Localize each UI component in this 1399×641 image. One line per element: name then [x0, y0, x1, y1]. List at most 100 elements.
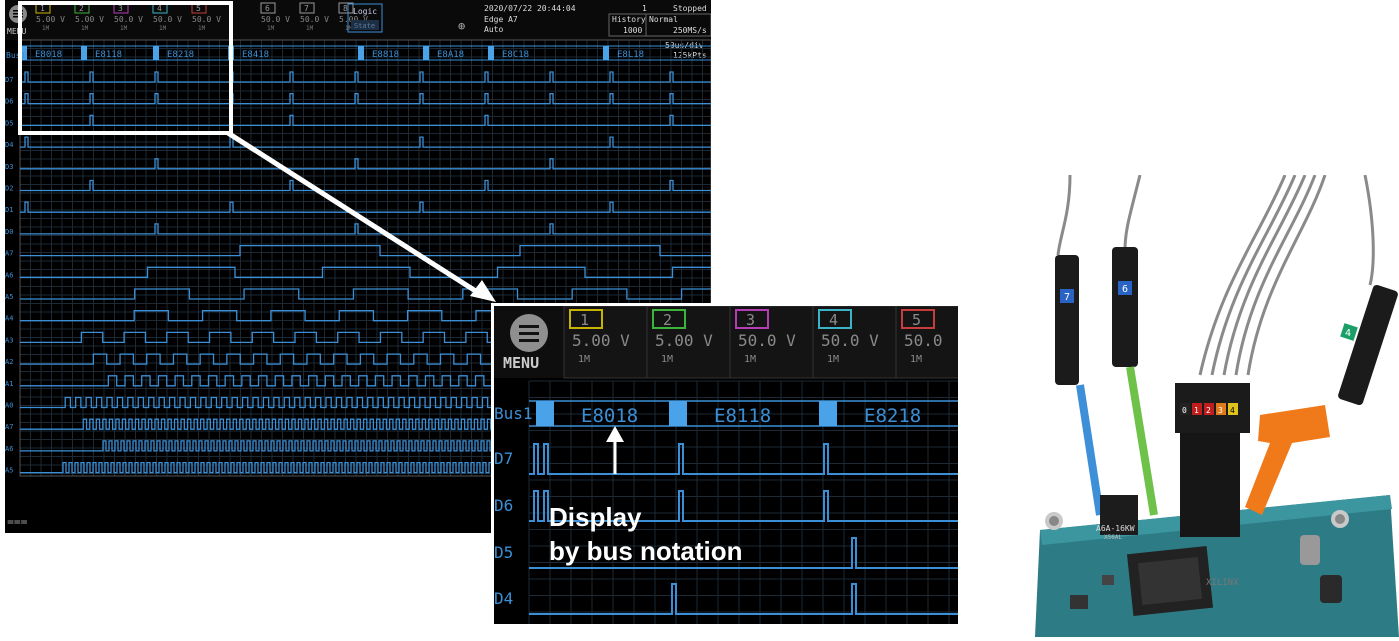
trace-label: A5: [5, 467, 13, 475]
zoom-channel-volt: 5.00 V: [655, 331, 713, 350]
trace-line: [20, 223, 711, 235]
zoom-channel-num: 3: [746, 311, 755, 329]
zoom-bus-value: E8018: [581, 405, 638, 427]
channel-volt: 50.0 V: [261, 15, 290, 24]
tag-4: 4: [1345, 328, 1351, 339]
zoom-channel-5-badge[interactable]: 550.01M: [895, 305, 980, 379]
trace-label: D0: [5, 228, 13, 236]
zoom-channel-2-badge[interactable]: 25.00 V1M: [646, 305, 731, 379]
trace-line: [20, 288, 711, 300]
zoom-channel-num: 4: [829, 311, 838, 329]
channel-8-badge[interactable]: 85.00 V1M: [338, 2, 368, 32]
trigger-source: Edge A7: [484, 15, 518, 24]
channel-volt: 5.00 V: [339, 15, 368, 24]
tag-7: 7: [1064, 292, 1070, 303]
scope-logo-icon: ⩶: [7, 514, 28, 528]
channel-volt: 50.0 V: [114, 15, 143, 24]
zoom-channel-4-badge[interactable]: 450.0 V1M: [812, 305, 897, 379]
probe-connector: 0 1 2 3 4: [1175, 383, 1250, 537]
trace-line: [20, 266, 711, 278]
zoom-channel-3-badge[interactable]: 350.0 V1M: [729, 305, 814, 379]
acq-count: 1: [642, 4, 647, 13]
trace-label: A3: [5, 336, 13, 344]
zoom-trace-label: D6: [494, 496, 513, 515]
pin-4: 4: [1230, 406, 1235, 415]
zoom-icon[interactable]: ⊕: [458, 19, 465, 33]
trace-label: D4: [5, 141, 13, 149]
zoom-grid: [528, 380, 958, 624]
probe-svg: XILINX 7 6 4: [1035, 174, 1399, 637]
menu-label: MENU: [7, 27, 26, 36]
trace-label: A7: [5, 423, 13, 431]
logic-probe-photo: XILINX 7 6 4: [1030, 174, 1399, 637]
trigger-mode: Auto: [484, 25, 503, 34]
zoom-bus-value: E8218: [864, 405, 921, 427]
channel-num: 4: [157, 4, 162, 13]
trace-label: A5: [5, 293, 13, 301]
zoom-trace-line: [529, 443, 958, 475]
zoom-trace-label: D7: [494, 449, 513, 468]
run-state: Stopped: [673, 4, 707, 13]
channel-imp: 1M: [81, 25, 89, 32]
probe-clip-6: 6: [1112, 247, 1158, 516]
points: 125kPts: [673, 51, 707, 60]
channel-6-badge[interactable]: 6 50.0 V1M: [260, 2, 290, 32]
channel-7-badge[interactable]: 750.0 V1M: [299, 2, 329, 32]
bus-value: E8018: [35, 50, 62, 60]
tag-6: 6: [1122, 284, 1128, 295]
zoom-channel-num: 5: [912, 311, 921, 329]
bus-value: E8818: [372, 50, 399, 60]
channel-volt: 50.0 V: [300, 15, 329, 24]
trace-line: [20, 244, 711, 257]
channel-num: 1: [40, 4, 45, 13]
trace-label: A6: [5, 445, 13, 453]
zoom-trace-label: D4: [494, 589, 513, 608]
trace-label: D3: [5, 163, 13, 171]
trace-line: [20, 114, 711, 127]
bus-value: E8L18: [617, 50, 644, 60]
datetime: 2020/07/22 20:44:04: [484, 4, 576, 13]
probe-clip-7: 7: [1055, 255, 1104, 516]
bus-value: E8C18: [502, 50, 529, 60]
bus-value: E8218: [167, 50, 194, 60]
probe-clip-4: 4: [1338, 284, 1398, 406]
trace-line: [20, 179, 711, 192]
channel-imp: 1M: [267, 25, 275, 32]
socket-sublabel: X56AL: [1104, 534, 1122, 541]
logic-button[interactable]: Logic State: [347, 3, 383, 33]
bus-value: E8418: [242, 50, 269, 60]
zoom-menu-label: MENU: [503, 354, 539, 372]
zoom-channel-imp: 1M: [744, 354, 756, 365]
pin-2: 2: [1206, 406, 1211, 415]
channel-volt: 50.0 V: [153, 15, 182, 24]
zoom-channel-1-badge[interactable]: 15.00 V1M: [563, 305, 648, 379]
socket-label: A6A-16KW: [1096, 524, 1135, 533]
zoom-menu-button[interactable]: MENU: [503, 314, 548, 372]
channel-num: 6: [265, 4, 270, 13]
channel-imp: 1M: [198, 25, 206, 32]
zoom-trace-line: [529, 490, 958, 522]
logic-sub: State: [354, 22, 375, 30]
trace-line: [20, 201, 711, 213]
history-label: History: [612, 15, 646, 24]
channel-num: 5: [196, 4, 201, 13]
bus-value: E8118: [95, 50, 122, 60]
zoom-channel-imp: 1M: [827, 354, 839, 365]
up-arrow-icon: [606, 426, 624, 474]
scope-grid: [19, 39, 712, 477]
trace-label: D1: [5, 206, 13, 214]
channel-imp: 1M: [345, 25, 353, 32]
bus-value: E8A18: [437, 50, 464, 60]
pin-0: 0: [1182, 406, 1187, 415]
trace-label: A4: [5, 315, 13, 323]
trace-label: D5: [5, 119, 13, 127]
zoom-bus-value: E8118: [714, 405, 771, 427]
channel-num: 7: [304, 4, 309, 13]
chip-brand: XILINX: [1206, 578, 1239, 588]
